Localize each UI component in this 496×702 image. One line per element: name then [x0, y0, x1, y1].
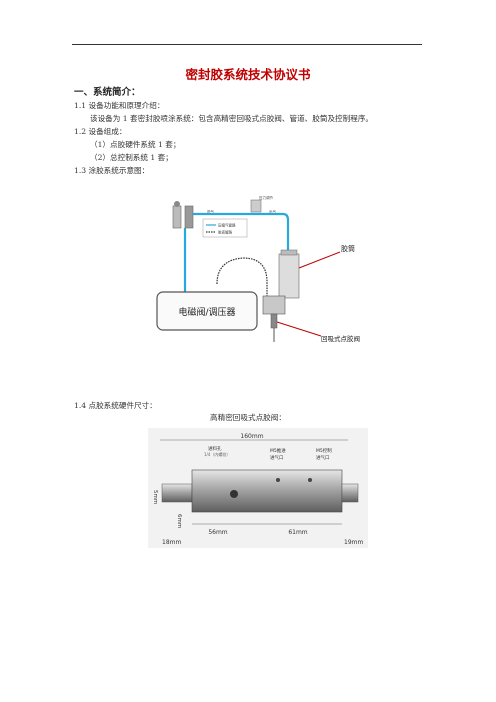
- section-1-3: 1.3 涂胶系统示意图：: [74, 166, 150, 175]
- controller-box: [156, 291, 258, 331]
- pressure-gauge-icon: [250, 199, 262, 213]
- inlet-label: 进气: [207, 209, 214, 214]
- controller-label: 电磁阀/调压器: [178, 306, 235, 318]
- dim-top-label: 160mm: [240, 433, 263, 440]
- section-1-2: 1.2 设备组成：: [74, 127, 127, 136]
- control-port-line2: 进气口: [316, 454, 330, 461]
- dim-outer-left: 18mm: [162, 539, 181, 546]
- legend-air-label: 压缩气管路: [218, 223, 236, 228]
- inlet-callout-line2: 1/4（内螺纹）: [204, 451, 230, 457]
- air-hose-top: [193, 212, 290, 252]
- valve-icon: [262, 295, 286, 315]
- component-item-2: （2）总控制系统 1 套；: [90, 153, 173, 162]
- section-1-4: 1.4 点胶系统硬件尺寸：: [74, 401, 157, 410]
- section-1-1: 1.1 设备功能和原理介绍：: [74, 101, 165, 110]
- control-port-line1: M5控制: [316, 447, 332, 454]
- dim-outer-right: 19mm: [344, 539, 363, 546]
- push-port-line1: M5推进: [270, 447, 286, 454]
- valve-caption: 高精密回吸式点胶阀：: [210, 413, 286, 422]
- cartridge-icon: [278, 253, 300, 299]
- control-cable: [216, 257, 268, 296]
- valve-callout-line: [276, 321, 322, 337]
- pressure-label: 压力调节: [259, 195, 273, 200]
- valve-label: 回吸式点胶阀: [321, 334, 360, 343]
- valve-threaded-nozzle: [161, 483, 193, 503]
- dim-left-vertical: 5mm: [152, 490, 158, 504]
- section-heading: 一、系统简介：: [74, 87, 141, 98]
- dim-bottom-left: 56mm: [208, 529, 227, 536]
- cartridge-callout-line: [298, 251, 341, 269]
- system-diagram: 压力调节 进气 出气 压缩气管路 胶液管路 电磁阀/调压器 胶筒 回吸式点胶阀: [156, 195, 360, 343]
- dim-bottom-right: 61mm: [288, 529, 307, 536]
- inlet-callout-line1: 进料孔: [208, 445, 222, 452]
- legend-glue-label: 胶液管路: [218, 230, 232, 235]
- cartridge-label: 胶筒: [341, 244, 355, 253]
- outlet-label: 出气: [269, 209, 277, 214]
- regulator-icon: [172, 205, 182, 229]
- valve-dimension-figure: 160mm 进料孔 1/4（内螺纹） M5推进 进气口 M5控制 进气口 5mm…: [148, 428, 368, 548]
- dim-mid-vertical: 6mm: [176, 514, 182, 528]
- valve-body: [191, 469, 343, 513]
- header-rule: [72, 44, 422, 45]
- section-1-1-body: 该设备为 1 套密封胶喷涂系统：包含高精密回吸式点胶阀、管道、胶筒及控制程序。: [90, 114, 374, 123]
- component-item-1: （1）点胶硬件系统 1 套；: [90, 140, 181, 149]
- document-title: 密封胶系统技术协议书: [185, 67, 311, 82]
- push-port-line2: 进气口: [270, 454, 284, 461]
